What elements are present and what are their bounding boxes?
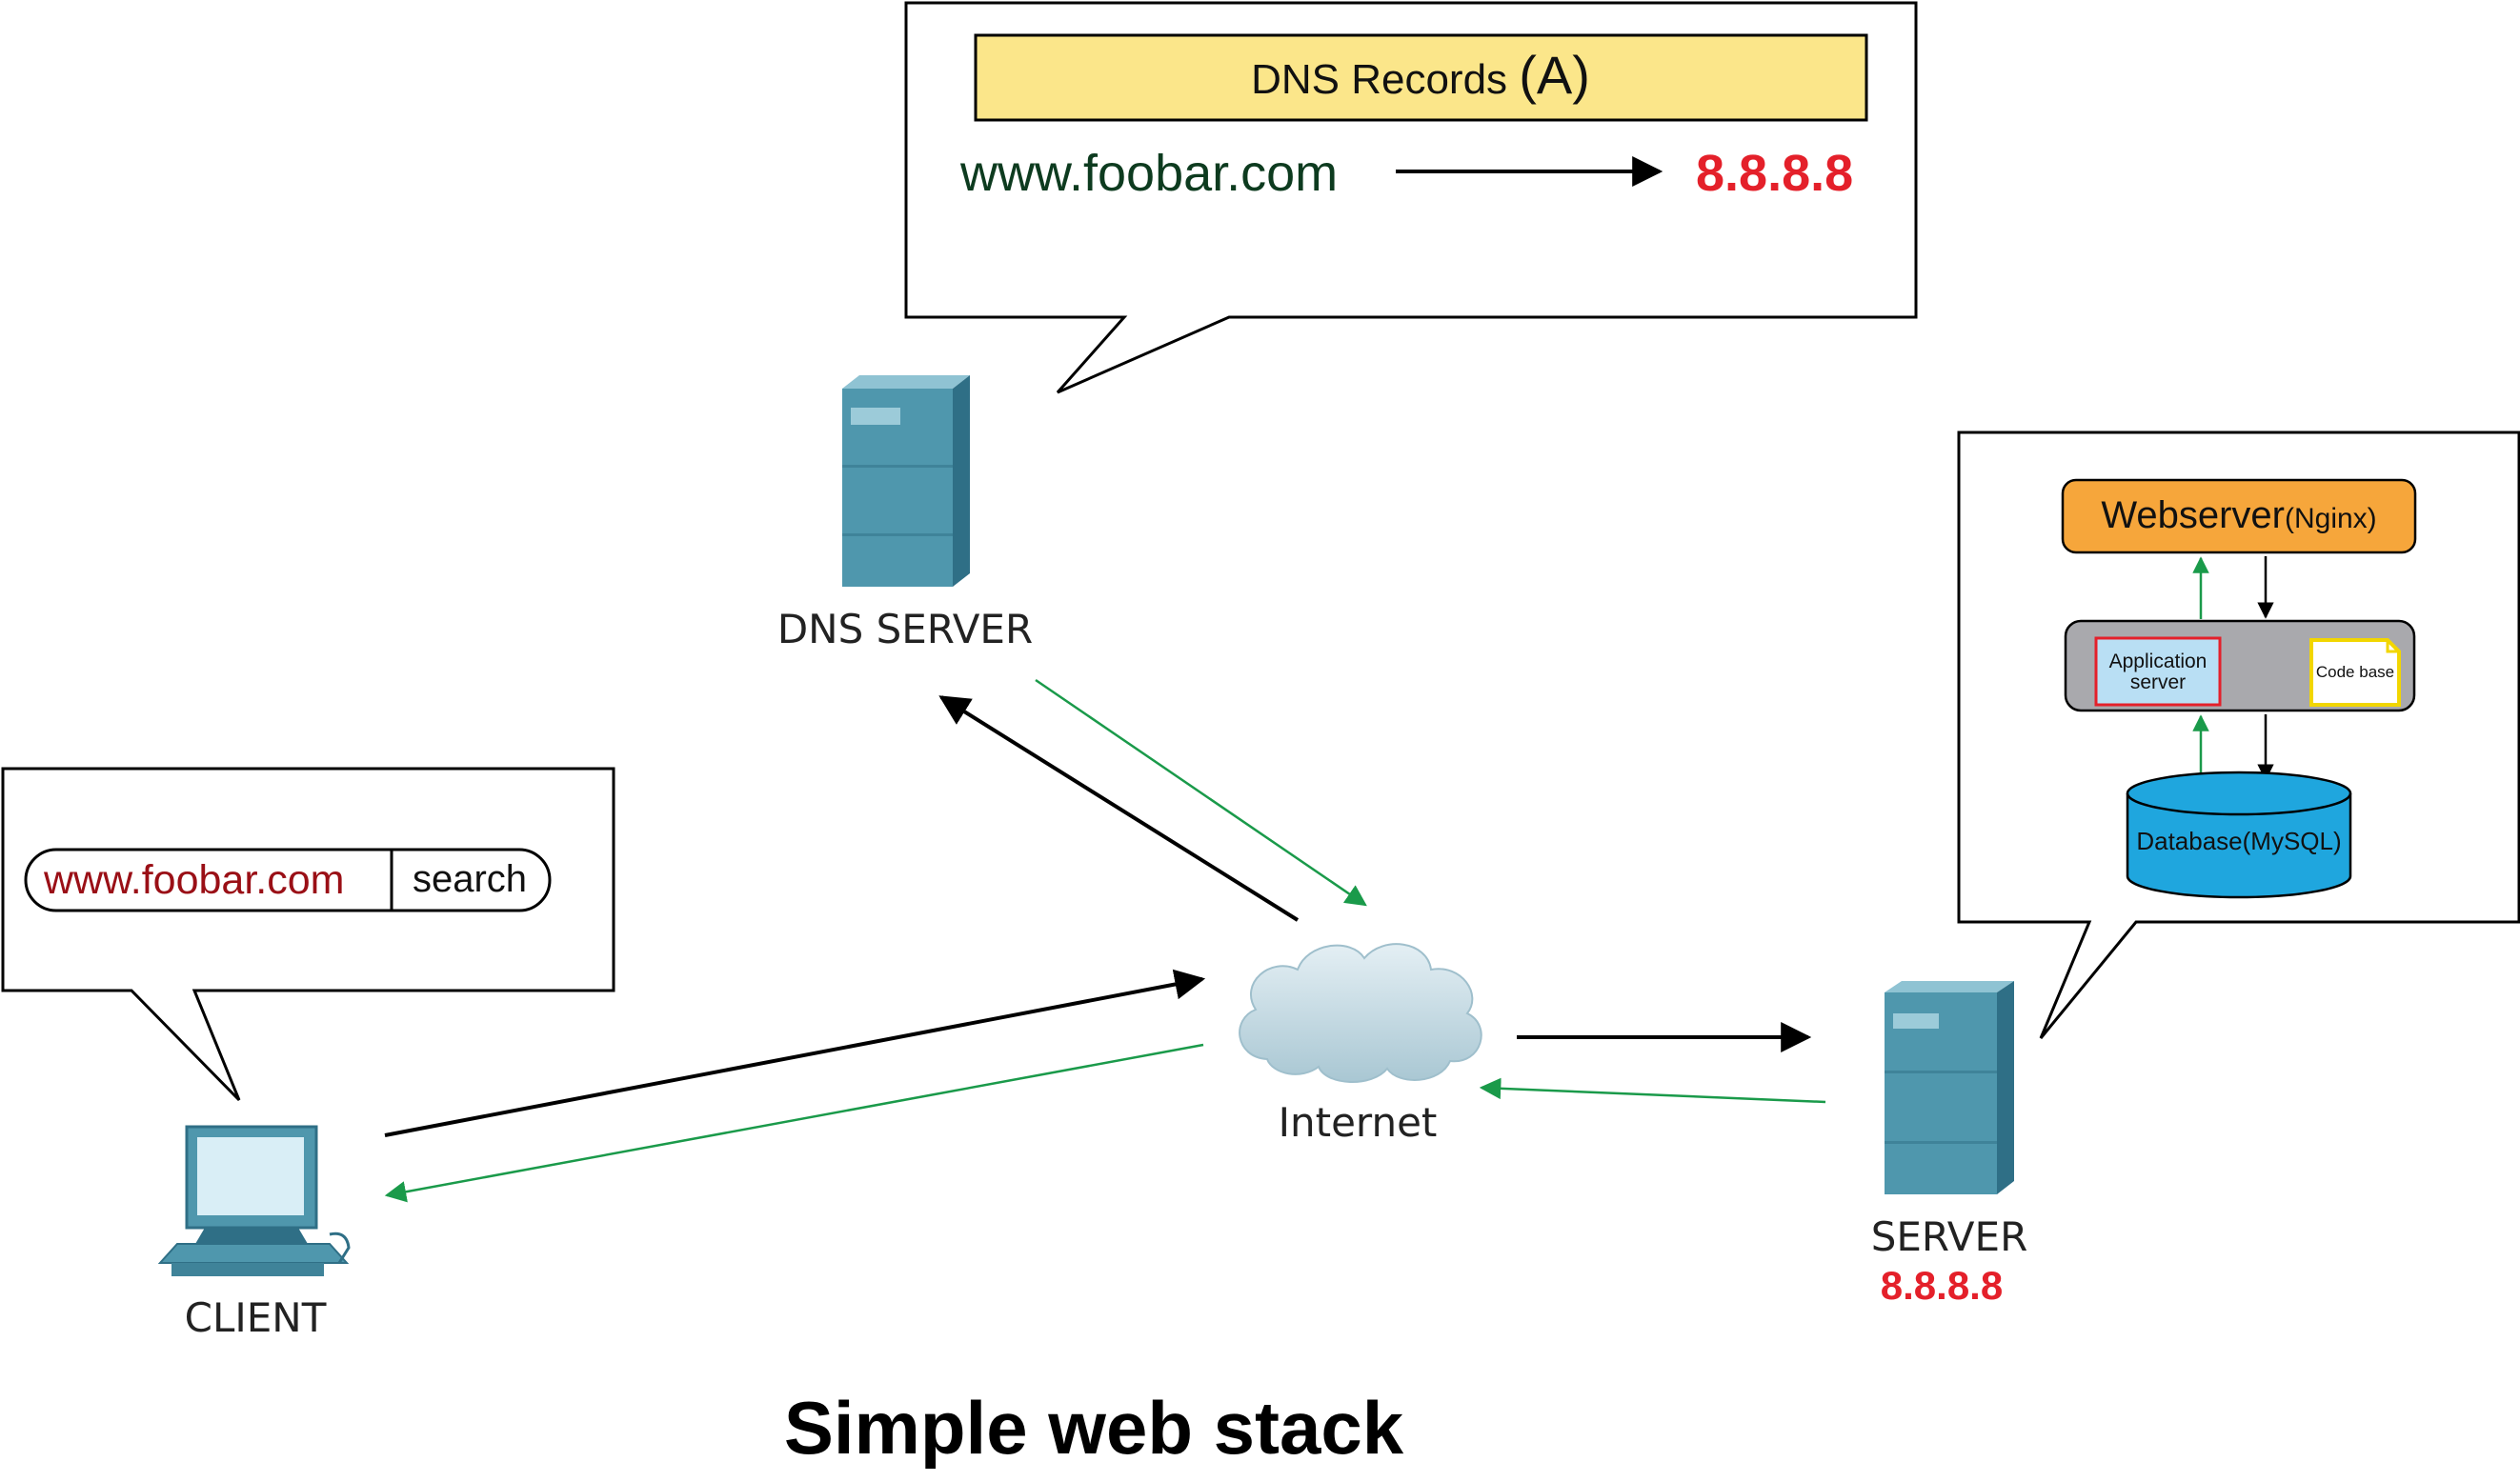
browser-url-input: www.foobar.com	[43, 857, 344, 903]
app-server-box	[2094, 636, 2222, 707]
browser-search-bar	[24, 848, 552, 912]
app-server-label-2: server	[2130, 671, 2186, 693]
internet-cloud-icon	[1239, 943, 1482, 1083]
client-computer-icon	[157, 1125, 351, 1276]
dns-domain: www.foobar.com	[959, 145, 1338, 202]
dns-callout: DNS Records (A) www.foobar.com 8.8.8.8	[904, 1, 1918, 394]
dns-ip: 8.8.8.8	[1696, 145, 1853, 202]
database-cylinder-icon	[2126, 771, 2352, 899]
arrow-client-to-internet	[384, 969, 1206, 1137]
client-label: CLIENT	[185, 1294, 327, 1341]
arrow-server-to-internet	[1479, 1077, 1826, 1104]
webserver-box	[2061, 478, 2417, 554]
code-base-label: Code base	[2316, 663, 2394, 681]
server-ip-label: 8.8.8.8	[1881, 1263, 2003, 1308]
client-callout: www.foobar.com search	[1, 767, 615, 1102]
internet-label: Internet	[1279, 1099, 1438, 1146]
arrow-internet-to-client	[384, 1043, 1204, 1203]
diagram-title: Simple web stack	[784, 1386, 1404, 1470]
client-callout-bubble	[1, 767, 615, 1102]
webserver-label: Webserver(Nginx)	[2101, 494, 2376, 536]
server-callout-bubble	[1957, 431, 2520, 1039]
dns-server-label: DNS SERVER	[777, 606, 1033, 652]
browser-search-button: search	[413, 858, 527, 900]
arrow-dns-to-internet	[1035, 678, 1367, 907]
code-base-document-icon	[2309, 638, 2401, 707]
dns-server-icon	[842, 375, 970, 587]
app-server-label-1: Application	[2109, 651, 2208, 672]
dns-records-header	[974, 33, 1868, 122]
arrow-internet-to-dns	[938, 695, 1300, 922]
dns-records-label: DNS Records (A)	[1251, 45, 1590, 105]
web-server-icon	[1885, 981, 2014, 1194]
server-label: SERVER	[1871, 1213, 2028, 1260]
database-label: Database(MySQL)	[2136, 827, 2341, 855]
server-stack-callout: Webserver(Nginx) Application server Code…	[1957, 431, 2520, 1039]
